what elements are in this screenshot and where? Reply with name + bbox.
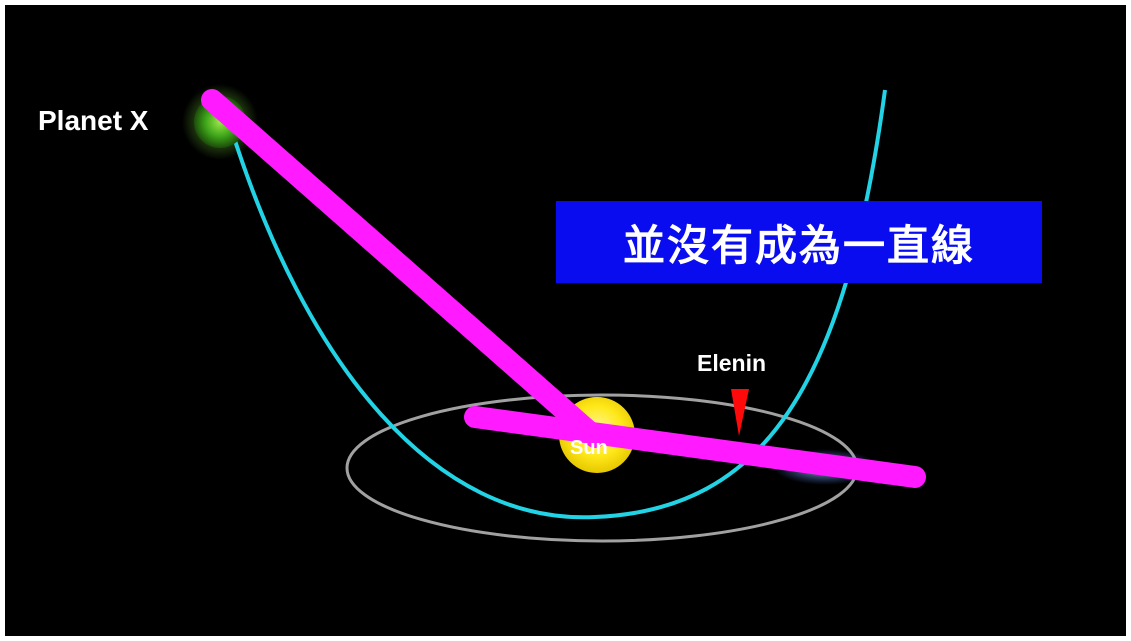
caption-text: 並沒有成為一直線: [622, 220, 975, 270]
elenin-label: Elenin: [697, 350, 767, 376]
parabola-trajectory: [228, 89, 887, 520]
planet-x-label: Planet X: [38, 105, 149, 136]
sun-label: Sun: [570, 437, 608, 459]
diagram-canvas: Planet X Elenin Sun 並沒有成為一直線: [5, 5, 1126, 636]
alignment-line-planet-to-sun: [201, 89, 606, 448]
orbit-diagram: [182, 84, 926, 543]
red-triangle-marker-icon: [731, 389, 749, 436]
caption-banner: 並沒有成為一直線: [556, 201, 1042, 283]
alignment-line-sun-to-elenin: [464, 406, 926, 488]
